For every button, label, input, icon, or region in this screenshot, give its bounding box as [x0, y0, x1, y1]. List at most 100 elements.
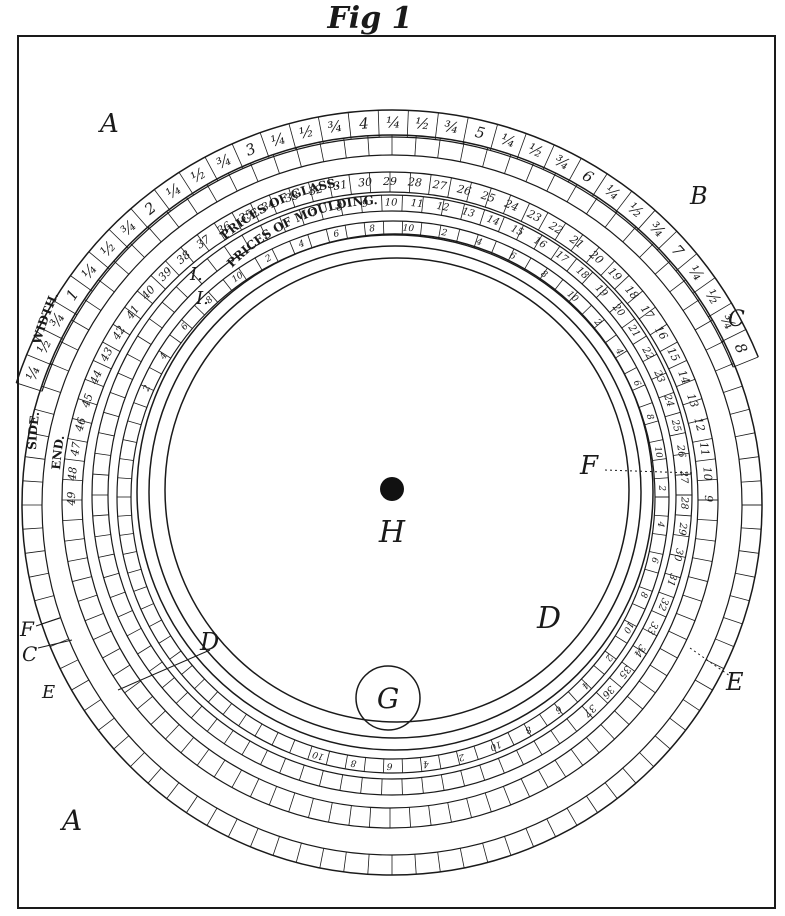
moulding-ring-tick: [593, 319, 605, 329]
moulding-ring-tick: [289, 739, 296, 754]
glass-ring-tick: [381, 778, 383, 795]
side-ring-tick: [112, 664, 131, 677]
width-band-tick: [721, 329, 747, 342]
side-ring-tick: [62, 479, 83, 482]
side-ring-label: 10: [700, 466, 714, 481]
moulding-ring-tick: [490, 240, 497, 255]
outer-ring-tick: [654, 260, 671, 275]
moulding-ring-label: 10: [488, 738, 503, 752]
figure-title: Fig 1: [327, 1, 413, 36]
side-ring-tick: [84, 613, 104, 622]
side-title-text: SIDE.: [25, 411, 42, 450]
glass-ring-tick: [533, 234, 543, 250]
moulding-ring-tick: [581, 304, 592, 316]
moulding-ring-label: 8: [644, 413, 655, 422]
glass-ring-tick: [669, 432, 686, 437]
side-ring-label: 36: [215, 219, 234, 237]
moulding-ring-tick: [632, 384, 646, 391]
outer-ring-tick: [604, 782, 618, 799]
side-ring-tick: [503, 194, 512, 214]
width-band-label: ½: [624, 199, 647, 222]
glass-ring-label: 10: [385, 197, 398, 208]
leader-d-left: [117, 649, 211, 691]
outer-ring-tick: [482, 147, 489, 168]
width-band-tick: [259, 132, 270, 159]
side-ring-tick: [196, 748, 210, 766]
side-ring-label: 48: [65, 466, 79, 482]
side-ring-tick: [231, 212, 242, 231]
moulding-ring-tick: [553, 279, 564, 291]
moulding-ring-tick: [553, 703, 564, 715]
glass-ring-label: 15: [509, 223, 525, 238]
outer-ring-tick: [525, 163, 534, 182]
moulding-ring-tick: [632, 603, 646, 610]
width-band-tick: [733, 356, 759, 368]
moulding-ring-label: 2: [141, 384, 153, 394]
side-ring-label: 30: [358, 175, 373, 189]
outer-ring-tick: [459, 142, 465, 162]
width-band-label: ¾: [552, 151, 573, 174]
outer-ring-ticks: [22, 135, 762, 875]
side-ring-tick: [697, 518, 718, 521]
outer-ring-tick: [319, 848, 325, 868]
side-ring-tick: [93, 359, 112, 370]
outer-ring-tick: [654, 735, 671, 750]
outer-ring-tick: [113, 735, 130, 750]
outer-ring-tick: [669, 717, 686, 731]
moulding-ring-label: 6: [386, 760, 392, 770]
label-b: B: [689, 182, 708, 210]
moulding-ring-tick: [140, 384, 154, 391]
side-ring-tick: [288, 187, 296, 208]
moulding-ring-tick: [644, 420, 659, 426]
moulding-ring-tick: [169, 650, 182, 660]
width-band-tick: [489, 124, 498, 151]
side-ring-tick: [668, 359, 687, 370]
glass-ring-tick: [516, 750, 524, 765]
width-band-label: ¾: [443, 117, 460, 137]
label-d-center: D: [536, 601, 561, 636]
side-ring-tick: [659, 648, 678, 659]
moulding-ring-label: 10: [402, 224, 414, 235]
moulding-ring-tick: [523, 257, 532, 271]
outer-ring-tick: [735, 572, 755, 578]
moulding-ring-tick: [455, 229, 461, 243]
width-band-tick: [542, 144, 555, 170]
moulding-ring-label: 8: [204, 295, 215, 306]
moulding-ring-tick: [438, 225, 442, 240]
moulding-ring-tick: [363, 222, 367, 237]
moulding-ring-tick: [455, 751, 461, 765]
width-band-tick: [406, 110, 409, 138]
side-ring-label: 27: [431, 178, 448, 193]
moulding-ring-tick: [539, 713, 548, 727]
side-ring-tick: [600, 724, 615, 740]
side-ring-tick: [213, 222, 226, 241]
side-ring-label: 26: [455, 182, 473, 198]
glass-ring-tick: [223, 730, 234, 744]
outer-ring-tick: [166, 782, 180, 799]
moulding-ring-tick: [238, 713, 247, 727]
moulding-ring-tick: [581, 678, 592, 690]
side-ring-tick: [570, 234, 584, 252]
moulding-ring-tick: [438, 754, 442, 769]
outer-ring-tick: [669, 279, 686, 293]
width-band-label: 1: [62, 286, 82, 304]
width-band-tick: [317, 116, 324, 144]
outer-ring-tick: [715, 363, 734, 372]
glass-ring-tick: [126, 627, 142, 637]
outer-ring-tick: [113, 260, 130, 275]
width-band-label: ½: [96, 237, 119, 260]
side-ring-label: 47: [68, 441, 83, 458]
glass-ring-tick: [109, 392, 126, 399]
side-ring-tick: [137, 290, 153, 304]
outer-ring-tick: [59, 659, 79, 670]
glass-ring-tick: [421, 777, 424, 794]
side-ring-tick: [268, 786, 277, 806]
side-ring-tick: [466, 182, 472, 202]
glass-ring-tick: [190, 271, 203, 285]
side-ring-label: 25: [479, 188, 497, 205]
moulding-ring-tick: [117, 477, 132, 480]
outer-ring-tick: [694, 679, 713, 691]
side-ring-tick: [697, 479, 718, 482]
side-ring-tick: [67, 438, 88, 443]
